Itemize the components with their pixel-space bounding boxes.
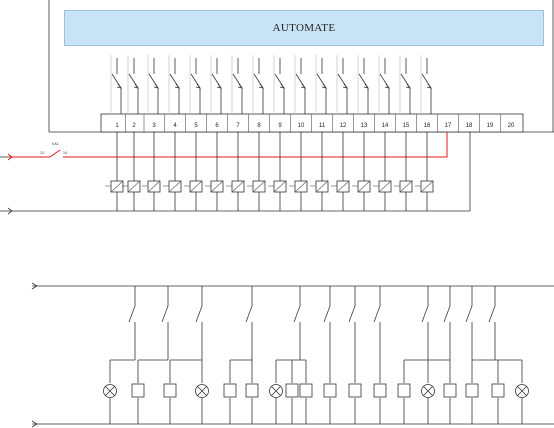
contactor-coil xyxy=(397,383,411,398)
branch-contact xyxy=(323,305,331,323)
relay-coil-diagonal xyxy=(378,180,392,193)
lamp-cross-b xyxy=(423,386,433,396)
relay-coil-diagonal xyxy=(189,180,203,193)
contactor-coil xyxy=(299,383,313,398)
relay-coil-diagonal xyxy=(147,180,161,193)
terminal-number: 20 xyxy=(508,123,515,129)
branch-contact xyxy=(443,305,451,323)
contactor-coil xyxy=(323,383,337,398)
terminal-number: 5 xyxy=(194,123,198,129)
lamp-cross-b xyxy=(517,386,527,396)
terminal-number: 9 xyxy=(278,123,282,129)
terminal-number: 4 xyxy=(173,123,177,129)
contactor-coil xyxy=(443,383,457,398)
plc-title: AUTOMATE xyxy=(272,22,336,34)
terminal-number: 1 xyxy=(115,123,119,129)
relay-coil-diagonal xyxy=(273,180,287,193)
branch-contact xyxy=(293,305,301,323)
relay-coil-diagonal xyxy=(315,180,329,193)
terminal-number: 3 xyxy=(152,123,156,129)
output-transistors xyxy=(110,55,432,114)
terminal-number: 17 xyxy=(445,123,452,129)
load-branches xyxy=(103,286,529,424)
interface-relays xyxy=(105,132,434,211)
terminal-number: 19 xyxy=(487,123,494,129)
ka1-label: KA1 xyxy=(52,142,59,146)
contactor-coil xyxy=(491,383,505,398)
relay-coil-diagonal xyxy=(127,180,141,193)
relay-coil-diagonal xyxy=(252,180,266,193)
ka1-contact xyxy=(49,149,61,158)
contactor-coil xyxy=(285,383,299,398)
relay-coil-diagonal xyxy=(420,180,434,193)
terminal-number: 8 xyxy=(257,123,261,129)
relay-coil-diagonal xyxy=(336,180,350,193)
terminal-number: 10 xyxy=(298,123,305,129)
ka1-right-pin: 14 xyxy=(63,151,67,155)
contactor-coil xyxy=(223,383,237,398)
power-arrow-top xyxy=(31,282,38,290)
terminal-number: 7 xyxy=(236,123,240,129)
branch-contact xyxy=(245,305,253,323)
lamp-cross-b xyxy=(197,386,207,396)
terminal-number: 18 xyxy=(466,123,473,129)
contactor-coil xyxy=(348,383,362,398)
contactor-coil xyxy=(373,383,387,398)
contactor-coil xyxy=(131,383,145,398)
relay-coil-diagonal xyxy=(168,180,182,193)
branch-contact xyxy=(465,305,473,323)
lamp-cross-b xyxy=(271,386,281,396)
relay-coil-diagonal xyxy=(110,180,124,193)
ka1-left-pin: 13 xyxy=(40,151,44,155)
branch-contact xyxy=(195,305,203,323)
branch-contact xyxy=(161,305,169,323)
contactor-coil xyxy=(163,383,177,398)
contactor-coil xyxy=(465,383,479,398)
terminal-number: 15 xyxy=(403,123,410,129)
power-arrow-bottom xyxy=(31,420,38,428)
command-wire-right xyxy=(63,132,448,158)
lamp-cross-b xyxy=(105,386,115,396)
terminal-number: 11 xyxy=(319,123,326,129)
terminal-number: 2 xyxy=(132,123,136,129)
supply-arrow-bottom xyxy=(7,207,13,215)
terminal-dividers xyxy=(125,114,501,132)
terminal-number: 16 xyxy=(424,123,431,129)
relay-coil-diagonal xyxy=(231,180,245,193)
contactor-coil xyxy=(245,383,259,398)
relay-coil-diagonal xyxy=(399,180,413,193)
relay-coil-diagonal xyxy=(357,180,371,193)
terminal-number: 12 xyxy=(340,123,347,129)
branch-contact xyxy=(488,305,496,323)
branch-contact xyxy=(128,305,136,323)
terminal-number: 14 xyxy=(382,123,389,129)
plc-block: AUTOMATE xyxy=(64,10,544,46)
terminal-number: 6 xyxy=(215,123,219,129)
terminal-number: 13 xyxy=(361,123,368,129)
relay-coil-diagonal xyxy=(210,180,224,193)
branch-contact xyxy=(373,305,381,323)
relay-coil-diagonal xyxy=(294,180,308,193)
supply-arrow-top xyxy=(7,153,13,161)
branch-contact xyxy=(421,305,429,323)
branch-contact xyxy=(348,305,356,323)
